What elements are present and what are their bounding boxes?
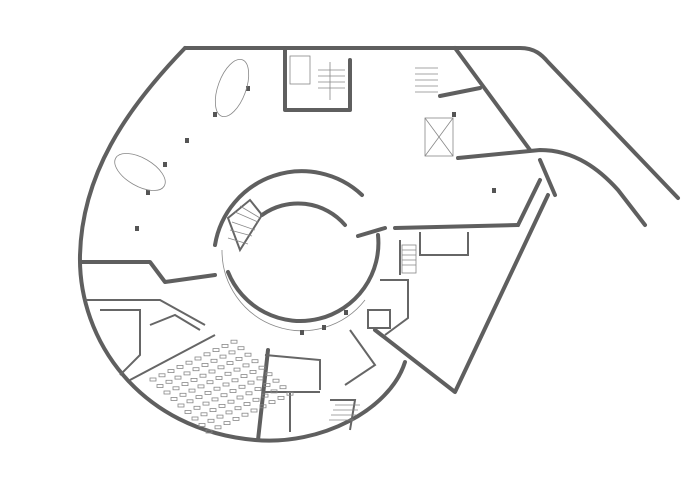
seat bbox=[212, 348, 220, 353]
seat bbox=[261, 393, 269, 398]
seat bbox=[211, 397, 219, 402]
seat bbox=[258, 365, 266, 370]
seat bbox=[158, 373, 166, 378]
seat bbox=[263, 382, 271, 387]
seat bbox=[242, 363, 250, 368]
seat bbox=[163, 390, 171, 395]
seat bbox=[230, 339, 238, 344]
seat bbox=[185, 360, 193, 365]
seat bbox=[186, 399, 194, 404]
seat bbox=[268, 400, 276, 405]
seat bbox=[286, 391, 294, 396]
seat bbox=[216, 414, 224, 419]
auditorium-seating bbox=[149, 339, 294, 434]
seat bbox=[237, 346, 245, 351]
seat bbox=[217, 365, 225, 370]
seat bbox=[235, 356, 243, 361]
seat bbox=[270, 389, 278, 394]
seat bbox=[259, 404, 267, 409]
seat bbox=[214, 425, 222, 430]
rotunda bbox=[213, 169, 387, 332]
seat bbox=[190, 377, 198, 382]
seat bbox=[210, 358, 218, 363]
seat bbox=[233, 367, 241, 372]
seat bbox=[249, 369, 257, 374]
seat bbox=[208, 369, 216, 374]
seat bbox=[192, 367, 200, 372]
seat bbox=[172, 386, 180, 391]
seat bbox=[241, 412, 249, 417]
seat bbox=[222, 382, 230, 387]
seat bbox=[191, 416, 199, 421]
seat bbox=[234, 406, 242, 411]
seat bbox=[184, 410, 192, 414]
seat bbox=[251, 359, 259, 364]
seat bbox=[201, 363, 209, 367]
seat bbox=[224, 371, 232, 376]
seat bbox=[149, 377, 157, 382]
seat bbox=[221, 343, 229, 348]
seat bbox=[181, 382, 189, 387]
seat bbox=[229, 389, 237, 393]
exterior-walls bbox=[77, 46, 680, 443]
seat bbox=[193, 405, 201, 410]
seat bbox=[227, 399, 235, 404]
seat bbox=[156, 384, 164, 388]
seat bbox=[206, 380, 214, 385]
fixtures bbox=[114, 59, 454, 191]
seat bbox=[232, 416, 240, 421]
seat bbox=[277, 395, 285, 400]
seat bbox=[252, 397, 260, 402]
seat bbox=[223, 421, 231, 426]
seat bbox=[226, 361, 234, 366]
seat bbox=[202, 401, 210, 406]
seat bbox=[254, 387, 262, 392]
seat bbox=[170, 397, 178, 401]
seat bbox=[247, 380, 255, 385]
seat bbox=[256, 376, 264, 381]
seat bbox=[244, 352, 252, 357]
seat bbox=[194, 356, 202, 361]
core-stair-block bbox=[283, 46, 352, 112]
seat bbox=[209, 408, 217, 413]
seat bbox=[167, 369, 175, 374]
seat bbox=[179, 392, 187, 397]
seat bbox=[215, 376, 223, 380]
seat bbox=[240, 374, 248, 379]
seat bbox=[188, 388, 196, 393]
seat bbox=[165, 379, 173, 384]
seat bbox=[250, 408, 258, 413]
seat bbox=[174, 375, 182, 380]
seat bbox=[225, 410, 233, 415]
seat bbox=[199, 373, 207, 378]
seat bbox=[279, 385, 287, 390]
seat bbox=[183, 371, 191, 376]
seat bbox=[245, 391, 253, 396]
seat bbox=[203, 352, 211, 357]
seat bbox=[207, 418, 215, 423]
seat bbox=[220, 393, 228, 398]
seat bbox=[243, 402, 251, 406]
seat bbox=[177, 403, 185, 408]
columns bbox=[135, 86, 496, 335]
seat bbox=[238, 384, 246, 389]
seat bbox=[272, 378, 280, 383]
seat bbox=[218, 403, 226, 408]
seat bbox=[236, 395, 244, 400]
seat bbox=[195, 395, 203, 400]
seat bbox=[228, 350, 236, 355]
seat bbox=[204, 390, 212, 395]
seat bbox=[200, 412, 208, 417]
seat bbox=[219, 354, 227, 359]
seat bbox=[198, 423, 206, 427]
seat bbox=[231, 378, 239, 383]
seat bbox=[265, 372, 273, 377]
seat bbox=[197, 384, 205, 389]
seat bbox=[205, 429, 213, 434]
interior-walls bbox=[78, 223, 520, 442]
seat bbox=[176, 364, 184, 369]
seat bbox=[213, 386, 221, 391]
